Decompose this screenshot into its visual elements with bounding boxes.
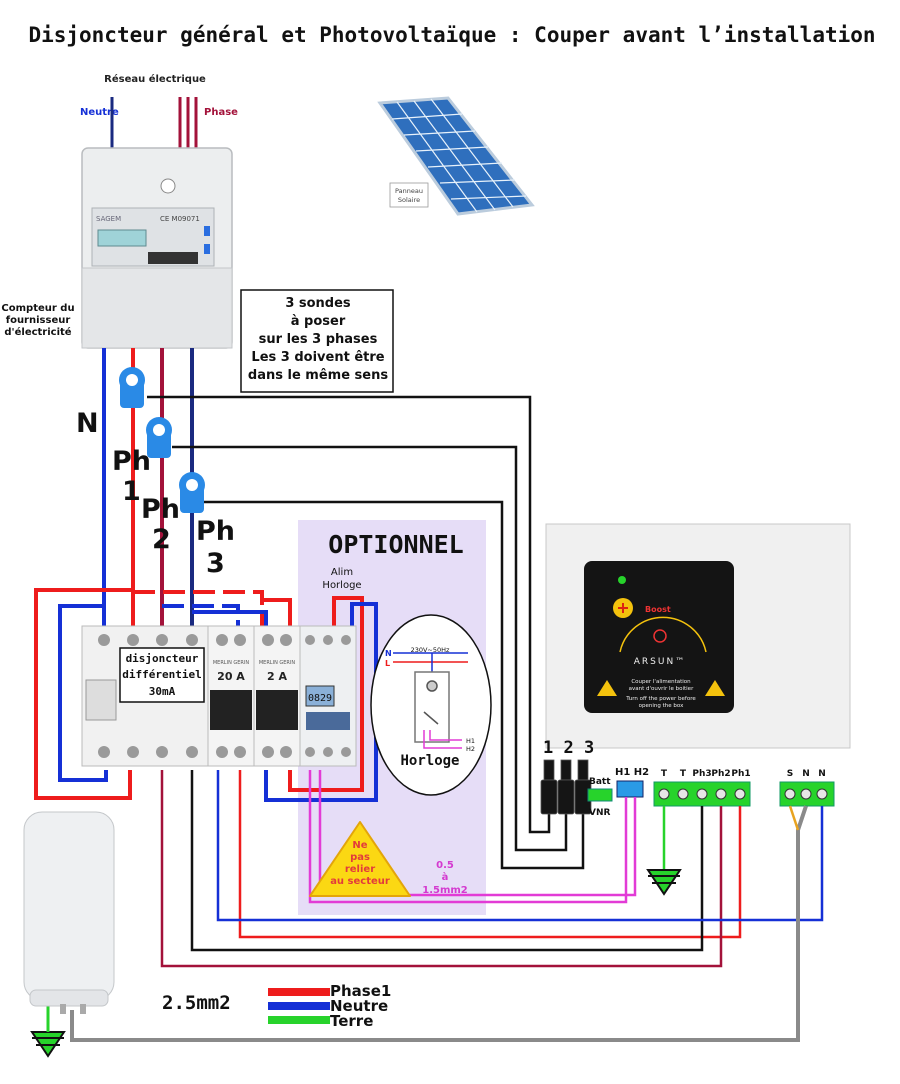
probe-wires (147, 395, 585, 870)
control-wire-size-line1: 0.5 (436, 860, 454, 871)
solar-panel-label-line1: Panneau (395, 187, 423, 195)
probe-jack-icons (540, 759, 592, 815)
neutral-conductor-label: N (76, 408, 99, 439)
supply-wires (110, 97, 198, 150)
timer-display: 0829 (308, 693, 332, 704)
sensors-note-line2: à poser (291, 314, 346, 329)
phase1-label-num: 1 (122, 476, 141, 507)
legend-label-earth: Terre (330, 1012, 373, 1030)
load-terminal-label-n1: N (802, 769, 810, 779)
phase1-label-ph: Ph (112, 446, 151, 477)
meter-caption-line2: fournisseur (6, 315, 71, 326)
clock-h2-label: H2 (466, 745, 475, 753)
legend-label-phase: Phase1 (330, 982, 391, 1000)
batt-label: Batt (589, 777, 611, 787)
phase-supply-label: Phase (204, 107, 238, 118)
warning-line2: pas (350, 852, 370, 863)
breaker-label-line3: 30mA (149, 685, 176, 698)
load-terminal-block (779, 781, 835, 807)
controller-warning-en-2: opening the box (639, 703, 684, 709)
meter-caption-line1: Compteur du (1, 303, 74, 314)
clock-label: Horloge (400, 753, 459, 769)
current-sensor-icon (119, 367, 205, 513)
warning-line3: relier (345, 864, 375, 875)
energy-meter (81, 147, 233, 349)
batt-terminal (587, 788, 613, 802)
solar-panel-label-line2: Solaire (398, 196, 420, 204)
meter-caption-line3: d'électricité (4, 326, 71, 338)
h-terminal-labels: H1 H2 (615, 767, 649, 778)
alim-label-line1: Alim (331, 567, 353, 578)
phase-terminal-block (653, 781, 751, 807)
clock-n-label: N (385, 649, 392, 658)
phase2-label-ph: Ph (141, 494, 180, 525)
phase-terminal-label-ph1: Ph1 (731, 769, 750, 779)
clock-voltage-label: 230V~50Hz (411, 646, 450, 654)
meter-model: CE M09071 (160, 215, 200, 223)
breaker-label-line2: différentiel (122, 668, 201, 681)
phase3-label-num: 3 (206, 548, 225, 579)
warning-line4: au secteur (330, 876, 390, 887)
warning-line1: Ne (352, 840, 367, 851)
legend-label-neutral: Neutre (330, 997, 388, 1015)
breaker-brand-2: MERLIN GERIN (259, 660, 296, 666)
sensors-note-line1: 3 sondes (285, 296, 351, 311)
controller-warning-en-1: Turn off the power before (625, 696, 696, 702)
legend-swatch-neutral (268, 1002, 330, 1010)
diagram-title: Disjoncteur général et Photovoltaïque : … (28, 23, 875, 47)
control-wire-size-line3: 1.5mm2 (422, 885, 468, 896)
legend-swatch-earth (268, 1016, 330, 1024)
solar-panel-icon (377, 96, 535, 216)
meter-brand: SAGEM (96, 215, 121, 223)
legend-section-label: 2.5mm2 (162, 992, 231, 1014)
probe-numbers: 1 2 3 (543, 738, 594, 758)
phase-terminal-label-t2: T (680, 769, 687, 779)
boost-button-label: Boost (645, 605, 671, 614)
phase-terminal-label-ph3: Ph3 (692, 769, 711, 779)
load-terminal-label-s: S (787, 769, 793, 779)
sensors-note-line3: sur les 3 phases (259, 332, 378, 347)
output-wiring (70, 770, 824, 1042)
breaker-rating-2a: 2 A (267, 670, 287, 683)
sensors-note-line4: Les 3 doivent être (251, 350, 384, 365)
alim-label-line2: Horloge (322, 580, 361, 591)
clock-l-label: L (385, 659, 390, 668)
grid-label: Réseau électrique (104, 73, 206, 85)
control-wire-size-line2: à (442, 871, 449, 883)
clock-inset-wiring (393, 652, 468, 749)
load-terminal-label-n2: N (818, 769, 826, 779)
sensors-note-box (240, 289, 394, 393)
breaker-label-line1: disjoncteur (126, 652, 199, 665)
clock-h1-label: H1 (466, 737, 475, 745)
breaker-brand-1: MERLIN GERIN (213, 660, 250, 666)
no-mains-warning-icon (309, 821, 411, 897)
controller-box (545, 523, 851, 749)
controller-warning-fr-2: avant d'ouvrir le boitier (629, 686, 694, 692)
phase2-label-num: 2 (152, 524, 171, 555)
phase-terminal-label-ph2: Ph2 (711, 769, 730, 779)
controller-warning-fr-1: Couper l'alimentation (631, 679, 691, 685)
phase-terminal-label-t1: T (661, 769, 668, 779)
breaker-rating-20a: 20 A (217, 670, 245, 683)
water-heater-icon (23, 811, 115, 1014)
sensors-note-line5: dans le même sens (248, 368, 388, 383)
controller-brand: ARSUN™ (634, 657, 686, 667)
legend-swatch-phase (268, 988, 330, 996)
neutral-supply-label: Neutre (80, 107, 119, 118)
phase3-label-ph: Ph (196, 516, 235, 547)
h-terminal (616, 780, 644, 798)
optional-title: OPTIONNEL (328, 530, 463, 559)
breaker-block (81, 625, 357, 767)
vnr-label: VNR (589, 808, 610, 818)
